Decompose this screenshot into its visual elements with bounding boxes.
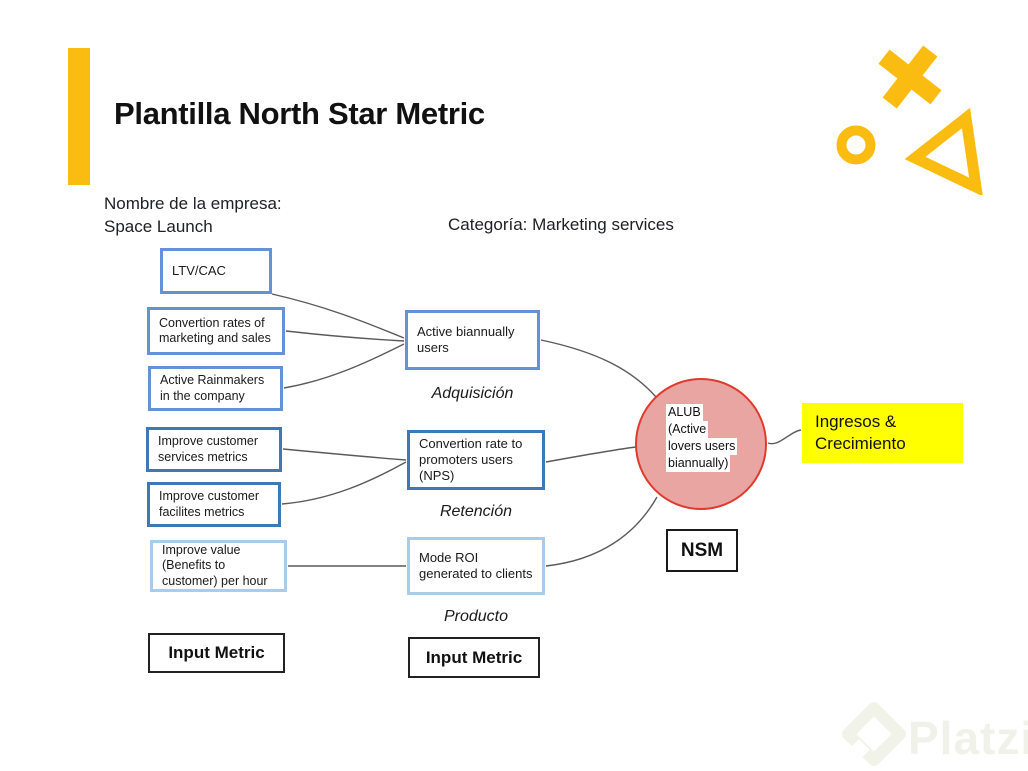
connector-convrates-to-biannually [285, 330, 405, 342]
outcome-box: Ingresos & Crecimiento [802, 403, 963, 463]
category-label: Categoría: Marketing services [448, 215, 674, 234]
stage-label-retencion: Retención [439, 503, 513, 520]
company-name: Space Launch [104, 216, 213, 236]
connector-services-to-nps [282, 448, 407, 461]
ring-icon [836, 125, 876, 165]
metric-box-conversion-rates: Convertion rates of marketing and sales [147, 307, 285, 355]
triangle-icon [904, 107, 983, 195]
page-title: Plantilla North Star Metric [114, 96, 485, 131]
connector-rainmakers-to-biannually [283, 343, 405, 389]
title-accent-bar [68, 48, 90, 185]
metric-box-customer-services: Improve customer services metrics [146, 427, 282, 472]
metric-box-customer-facilites: Improve customer facilites metrics [147, 482, 281, 527]
metric-box-active-biannually-users: Active biannually users [405, 310, 540, 370]
platzi-wordmark: Platzi [908, 712, 1028, 764]
connector-roi-to-circle [545, 496, 658, 567]
platzi-chevron-icon [842, 702, 906, 766]
platzi-logo: Platzi [842, 702, 1028, 766]
metric-box-improve-value: Improve value (Benefits to customer) per… [150, 540, 287, 592]
connector-facilites-to-nps [281, 461, 407, 505]
connector-biannually-to-circle [540, 339, 657, 398]
north-star-metric-circle: ALUB (Active lovers users biannually) [635, 378, 767, 510]
decorative-shapes [836, 45, 983, 195]
metric-box-nps: Convertion rate to promoters users (NPS) [407, 430, 545, 490]
company-label: Nombre de la empresa: [104, 194, 282, 213]
stage-label-producto: Producto [443, 608, 509, 625]
nsm-line: biannually) [666, 455, 731, 472]
metric-box-active-rainmakers: Active Rainmakers in the company [148, 366, 283, 411]
stage-label-adquisicion: Adquisición [431, 385, 514, 402]
nsm-line: ALUB [666, 404, 703, 421]
nsm-line: (Active [666, 421, 709, 438]
input-metric-box-middle: Input Metric [408, 637, 540, 678]
metric-box-ltv-cac: LTV/CAC [160, 248, 272, 294]
connector-ltv-to-biannually [271, 293, 405, 339]
outcome-label: Ingresos & Crecimiento [815, 412, 906, 453]
nsm-line: lovers users [666, 438, 738, 455]
connector-nps-to-circle [545, 446, 637, 463]
connector-circle-to-outcome [767, 429, 802, 445]
north-star-metric-text: ALUB (Active lovers users biannually) [666, 404, 738, 472]
company-name-block: Nombre de la empresa: Space Launch [104, 193, 282, 238]
metric-box-mode-roi: Mode ROI generated to clients [407, 537, 545, 595]
cross-icon [878, 45, 942, 109]
nsm-label-box: NSM [666, 529, 738, 572]
input-metric-box-left: Input Metric [148, 633, 285, 673]
